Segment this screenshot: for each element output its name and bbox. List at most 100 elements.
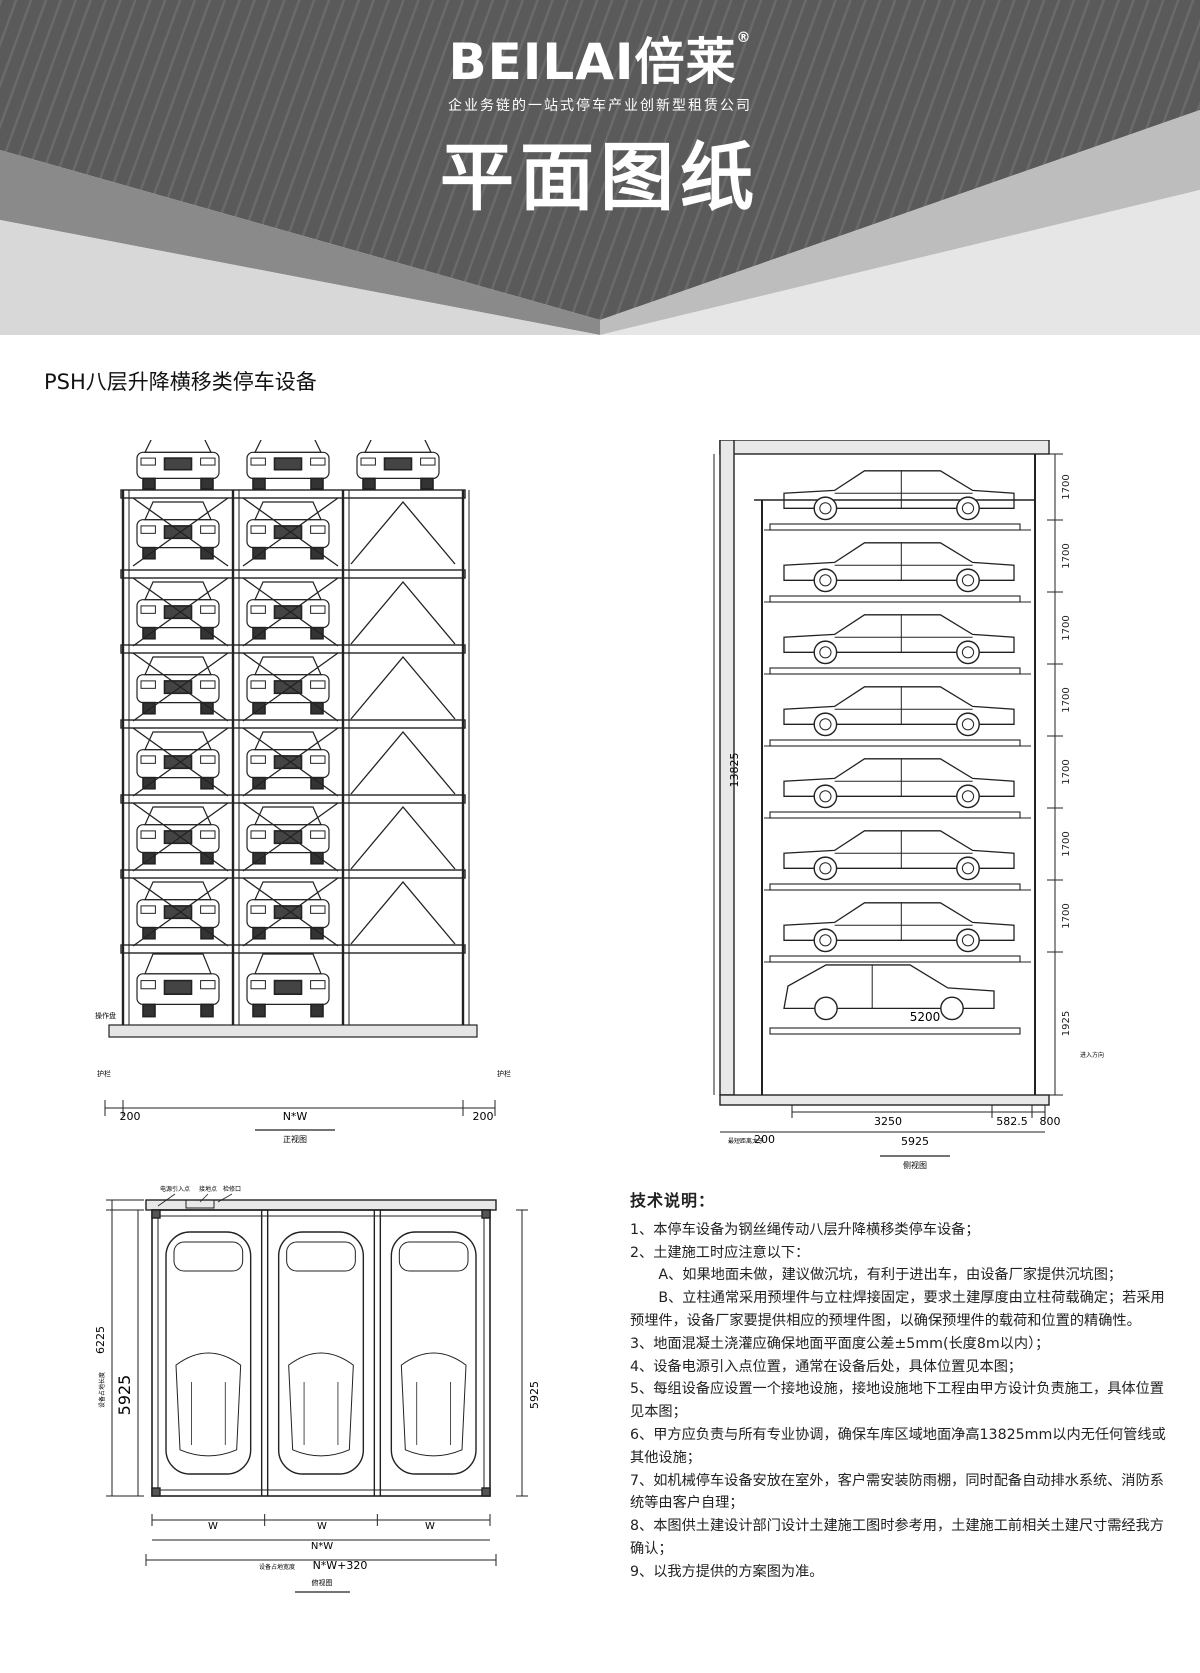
car-side bbox=[783, 542, 1015, 593]
front-dim-right: 200 bbox=[473, 1110, 494, 1123]
plan-dim-right: 5925 bbox=[528, 1381, 541, 1409]
brace bbox=[242, 802, 339, 872]
side-level-dim: 1925 bbox=[1061, 1011, 1072, 1036]
car-side bbox=[783, 470, 1015, 521]
car-front bbox=[246, 953, 330, 1018]
brace bbox=[132, 497, 229, 567]
plan-label-ground: 接地点 bbox=[199, 1185, 217, 1193]
car-side bbox=[783, 902, 1015, 953]
plan-view-drawing: 电源引入点 接地点 检修口 设备占地长度 6225 5925 5925 W W … bbox=[94, 1185, 541, 1593]
plan-corner-post bbox=[481, 1209, 491, 1219]
brace bbox=[242, 497, 339, 567]
car-side bbox=[783, 686, 1015, 737]
plan-corner-post bbox=[481, 1487, 491, 1497]
tech-notes-title: 技术说明： bbox=[630, 1191, 716, 1210]
car-front bbox=[136, 953, 220, 1018]
header-background bbox=[0, 0, 1200, 335]
car-front bbox=[246, 440, 330, 490]
side-left-dim: 200 bbox=[754, 1133, 775, 1146]
side-level-dim: 1700 bbox=[1061, 903, 1072, 928]
plan-corner-post bbox=[151, 1209, 161, 1219]
note-item: 1、本停车设备为钢丝绳传动八层升降横移类停车设备； bbox=[630, 1221, 980, 1238]
side-left-note: 最短距离大于 bbox=[728, 1137, 764, 1145]
plan-dim-left: 5925 bbox=[115, 1375, 134, 1416]
note-item: 5、每组设备应设置一个接地设施，接地设施地下工程由甲方设计负责施工，具体位置见本… bbox=[630, 1381, 1164, 1421]
brand-tagline: 企业务链的一站式停车产业创新型租赁公司 bbox=[448, 98, 752, 114]
header-banner: BEILAI倍莱® 企业务链的一站式停车产业创新型租赁公司 平面图纸 bbox=[0, 0, 1200, 335]
front-dim-mid: N*W bbox=[283, 1110, 308, 1123]
brace bbox=[132, 577, 229, 647]
side-level-dim: 1700 bbox=[1061, 687, 1072, 712]
side-car-length: 5200 bbox=[910, 1010, 941, 1024]
side-dim-a: 3250 bbox=[874, 1115, 902, 1128]
plan-frame-inner bbox=[157, 1215, 485, 1491]
side-ground-slab bbox=[719, 1094, 1050, 1106]
pallet bbox=[769, 1027, 1021, 1035]
plan-dim-nw: N*W bbox=[311, 1541, 333, 1552]
note-item: 3、地面混凝土浇灌应确保地面平面度公差±5mm(长度8m以内）； bbox=[630, 1335, 1050, 1352]
car-side-hatch bbox=[783, 964, 995, 1021]
pallet bbox=[769, 811, 1021, 819]
front-label-rail-left: 护栏 bbox=[97, 1069, 111, 1078]
plan-leader bbox=[157, 1193, 176, 1207]
note-item: B、立柱通常采用预埋件与立柱焊接固定，要求土建厚度由立柱荷载确定；若采用预埋件，… bbox=[630, 1290, 1165, 1329]
plan-dim-total: N*W+320 bbox=[313, 1559, 368, 1572]
empty-bay-brace bbox=[350, 655, 456, 720]
car-front bbox=[246, 501, 330, 560]
plan-col-w-2: W bbox=[317, 1521, 327, 1532]
plan-leader bbox=[199, 1193, 209, 1203]
side-right-note: 进入方向 bbox=[1080, 1051, 1104, 1059]
plan-corner-post bbox=[151, 1487, 161, 1497]
brace bbox=[132, 802, 229, 872]
car-top bbox=[390, 1231, 477, 1475]
front-label-operator: 操作盘 bbox=[95, 1011, 116, 1020]
side-total-height: 13825 bbox=[728, 753, 741, 788]
note-item: 2、土建施工时应注意以下： bbox=[630, 1244, 810, 1261]
brace bbox=[242, 652, 339, 722]
brace bbox=[242, 577, 339, 647]
car-side bbox=[783, 614, 1015, 665]
ground-slab bbox=[108, 1024, 478, 1038]
car-front bbox=[136, 440, 220, 490]
pallet bbox=[769, 883, 1021, 891]
plan-left-label: 设备占地长度 bbox=[98, 1372, 106, 1408]
floor-beam bbox=[120, 569, 466, 579]
car-side bbox=[783, 830, 1015, 881]
car-top bbox=[165, 1231, 252, 1475]
floor-beam bbox=[120, 489, 466, 499]
plan-label-service: 检修口 bbox=[223, 1185, 241, 1193]
car-front bbox=[356, 440, 440, 490]
empty-bay-brace bbox=[350, 805, 456, 870]
car-front bbox=[136, 806, 220, 865]
side-total-depth: 5925 bbox=[901, 1135, 929, 1148]
floor-beam bbox=[120, 719, 466, 729]
front-dim-left: 200 bbox=[120, 1110, 141, 1123]
side-dim-c: 800 bbox=[1040, 1115, 1061, 1128]
floor-beam bbox=[120, 944, 466, 954]
side-dim-b: 582.5 bbox=[996, 1115, 1028, 1128]
side-level-dim: 1700 bbox=[1061, 474, 1072, 499]
pallet bbox=[769, 595, 1021, 603]
side-level-dim: 1700 bbox=[1061, 615, 1072, 640]
brace bbox=[132, 877, 229, 947]
plan-service-mark bbox=[185, 1199, 215, 1209]
side-level-dim: 1700 bbox=[1061, 543, 1072, 568]
brace bbox=[242, 727, 339, 797]
side-roof-slab bbox=[719, 440, 1050, 455]
tech-notes: 技术说明： 1、本停车设备为钢丝绳传动八层升降横移类停车设备； 2、土建施工时应… bbox=[630, 1190, 1170, 1584]
pallet bbox=[769, 955, 1021, 963]
plan-label-power: 电源引入点 bbox=[160, 1185, 190, 1193]
front-label-rail-right: 护栏 bbox=[497, 1069, 511, 1078]
front-caption: 正视图 bbox=[283, 1134, 307, 1144]
page-title: 平面图纸 bbox=[440, 135, 760, 221]
product-title: PSH八层升降横移类停车设备 bbox=[44, 370, 317, 394]
brace bbox=[132, 652, 229, 722]
car-front bbox=[136, 881, 220, 940]
note-item: 8、本图供土建设计部门设计土建施工图时参考用，土建施工前相关土建尺寸需经我方确认… bbox=[630, 1518, 1164, 1557]
empty-bay-brace bbox=[350, 580, 456, 645]
empty-bay-brace bbox=[350, 730, 456, 795]
plan-col-w-3: W bbox=[425, 1521, 435, 1532]
brand-logo: BEILAI倍莱® bbox=[448, 30, 752, 91]
car-top bbox=[277, 1231, 365, 1475]
note-item: 9、以我方提供的方案图为准。 bbox=[630, 1563, 824, 1580]
